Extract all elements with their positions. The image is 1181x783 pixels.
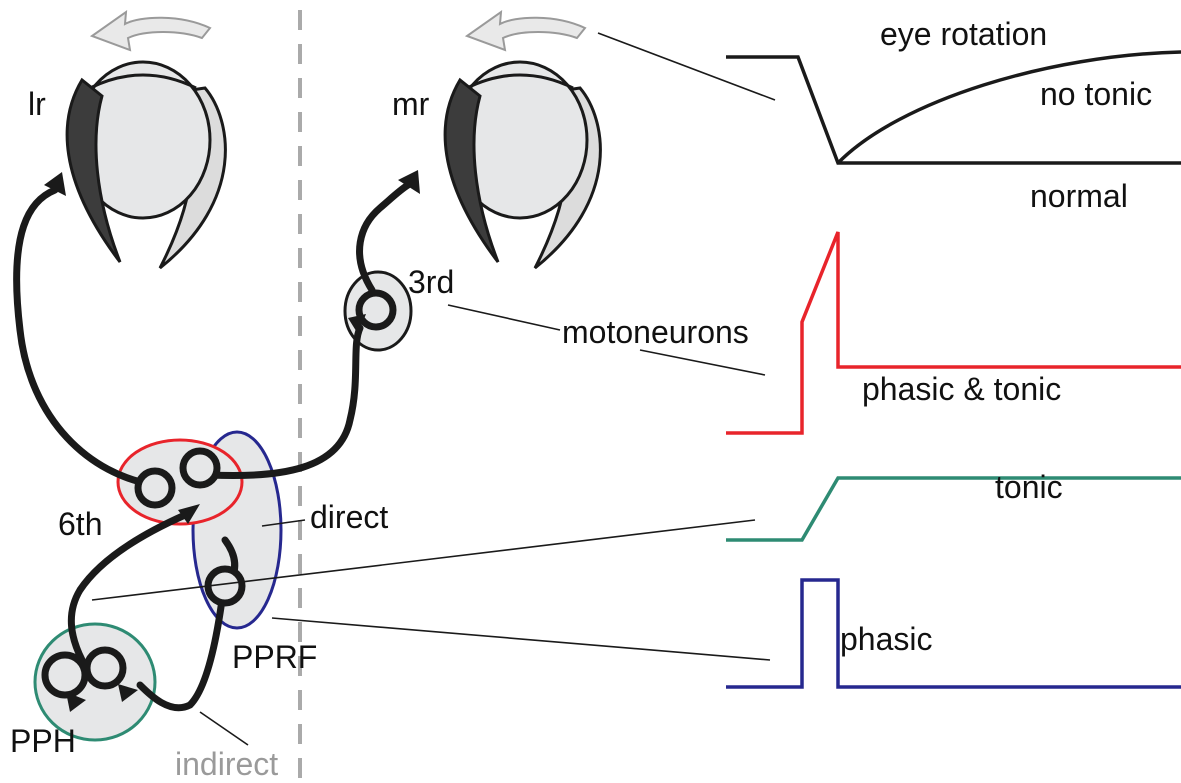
third-label: 3rd	[408, 264, 454, 300]
no-tonic-label: no tonic	[1040, 76, 1152, 112]
connector-lines	[91, 32, 776, 746]
sixth-neuron-left	[134, 467, 176, 509]
synapse-terminals	[44, 170, 420, 712]
sixth-label: 6th	[58, 506, 102, 542]
lr-label: lr	[28, 86, 46, 122]
phasic-label: phasic	[840, 621, 933, 657]
motoneuron-trace	[726, 231, 1181, 435]
left-lateral-rectus	[65, 77, 122, 263]
pprf-label: PPRF	[232, 639, 317, 675]
left-cornea	[89, 73, 197, 90]
axon-pathways	[13, 181, 412, 712]
tonic-trace	[726, 476, 1181, 542]
right-eye	[443, 60, 602, 270]
rotation-arrow-left	[89, 9, 212, 52]
normal-label: normal	[1030, 178, 1128, 214]
pph-label: PPH	[10, 723, 76, 759]
phasic-tonic-label: phasic & tonic	[862, 371, 1061, 407]
right-cornea	[466, 73, 574, 90]
phasic-trace	[726, 578, 1181, 689]
right-medial-rectus	[443, 77, 500, 263]
eye-rotation-label: eye rotation	[880, 16, 1047, 52]
direct-label: direct	[310, 499, 388, 535]
indirect-label: indirect	[175, 746, 278, 782]
motoneurons-label: motoneurons	[562, 314, 749, 350]
tonic-label: tonic	[995, 469, 1063, 505]
pph-neuron-loop	[41, 651, 89, 699]
eye-rotation-trace	[726, 50, 1181, 165]
rotation-arrow-right	[464, 9, 587, 52]
pph-neuron	[83, 646, 127, 690]
left-eye	[65, 60, 227, 270]
sixth-neuron-right	[179, 447, 221, 489]
third-neuron	[355, 289, 397, 331]
mr-label: mr	[392, 86, 430, 122]
